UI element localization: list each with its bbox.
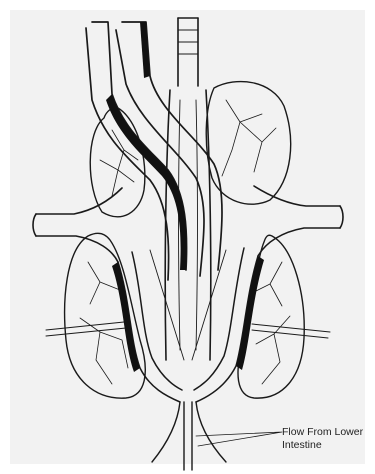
left-side-tube bbox=[46, 322, 126, 336]
portal-vessel bbox=[116, 22, 222, 276]
right-side-tube bbox=[252, 324, 330, 338]
lower-stem bbox=[152, 402, 226, 470]
left-branch bbox=[36, 188, 122, 262]
callout-line-1: Flow From Lower bbox=[282, 426, 363, 439]
upper-right-lobe bbox=[206, 82, 290, 205]
flow-callout: Flow From Lower Intestine bbox=[282, 426, 363, 452]
aorta-top bbox=[178, 18, 198, 86]
left-hepatic-vessel bbox=[86, 22, 187, 280]
right-branch bbox=[254, 186, 340, 256]
dark-vessels bbox=[106, 22, 264, 372]
callout-line-2: Intestine bbox=[282, 439, 363, 452]
